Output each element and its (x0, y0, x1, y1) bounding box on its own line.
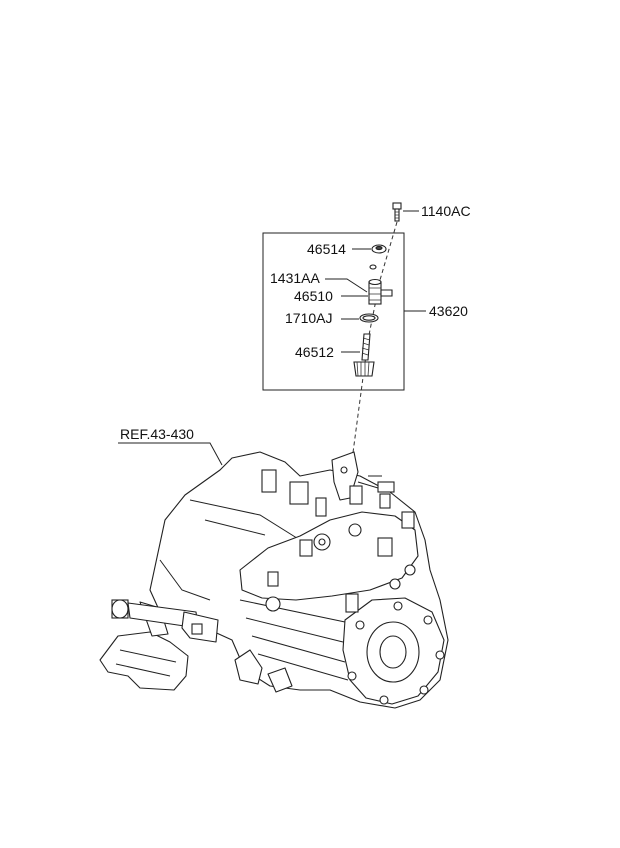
label-1710aj: 1710AJ (285, 310, 332, 326)
washer-part (359, 313, 379, 323)
label-46512: 46512 (295, 344, 334, 360)
transmission-housing (99, 451, 449, 709)
label-1140ac: 1140AC (421, 203, 471, 219)
gear-part (353, 333, 375, 377)
label-43620: 43620 (429, 303, 468, 319)
sleeve-part (368, 278, 393, 305)
label-1431aa: 1431AA (270, 270, 320, 286)
label-ref-43-430: REF.43-430 (120, 426, 194, 442)
o-ring-part (371, 244, 387, 254)
label-46510: 46510 (294, 288, 333, 304)
assembly-centerline (351, 221, 398, 461)
bolt-part (392, 202, 402, 222)
small-ring-part (369, 264, 377, 270)
label-46514: 46514 (307, 241, 346, 257)
